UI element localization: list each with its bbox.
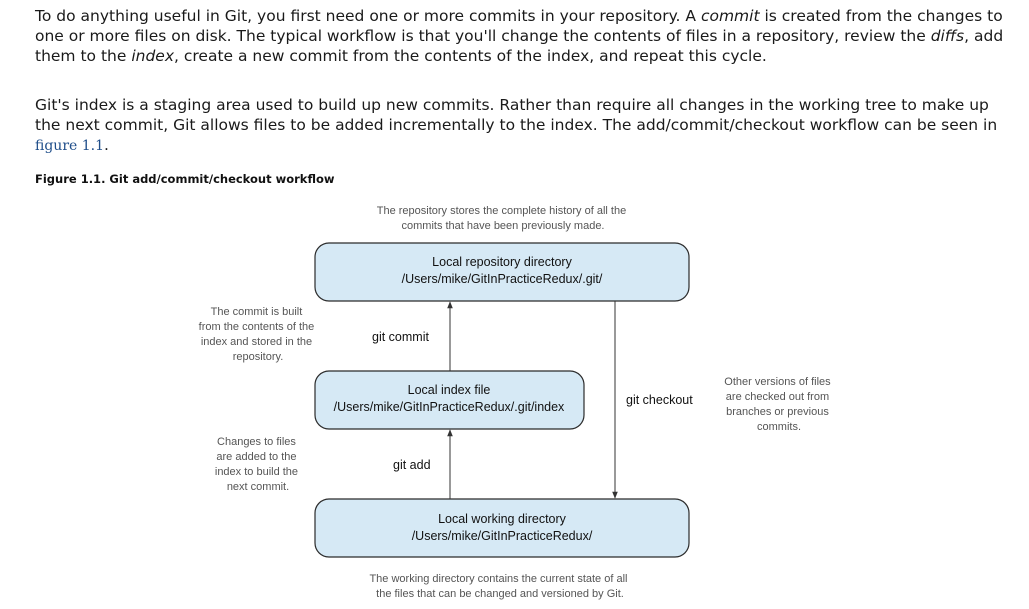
top-note-line-2: commits that have been previously made. — [402, 220, 605, 232]
repository-box-path: /Users/mike/GitInPracticeRedux/.git/ — [402, 272, 603, 286]
index-box-title: Local index file — [408, 383, 491, 397]
intro-paragraph: To do anything useful in Git, you first … — [35, 6, 1010, 66]
git-commit-label: git commit — [372, 330, 429, 344]
index-box: Local index file /Users/mike/GitInPracti… — [314, 370, 585, 430]
commit-note: The commit is built from the contents of… — [199, 306, 318, 363]
bottom-note-line-2: the files that can be changed and versio… — [376, 588, 624, 600]
term-index: index — [131, 47, 175, 65]
intro-text-3: , add them to the — [35, 27, 1004, 65]
commit-note-line-1: The commit is built — [211, 306, 303, 318]
top-note: The repository stores the complete histo… — [377, 205, 630, 232]
checkout-note: Other versions of files are checked out … — [724, 376, 833, 433]
figure-caption: Figure 1.1. Git add/commit/checkout work… — [35, 172, 335, 186]
checkout-note-line-1: Other versions of files — [724, 376, 831, 388]
repository-box-title: Local repository directory — [432, 255, 572, 269]
commit-note-line-2: from the contents of the — [199, 321, 315, 333]
intro-text-4: , create a new commit from the contents … — [174, 47, 767, 65]
checkout-note-line-4: commits. — [757, 421, 801, 433]
intro-text-1: To do anything useful in Git, you first … — [35, 7, 701, 25]
commit-note-line-3: index and stored in the — [201, 336, 312, 348]
index-text: Git's index is a staging area used to bu… — [35, 96, 998, 134]
bottom-note-line-1: The working directory contains the curre… — [369, 573, 627, 585]
figure-link[interactable]: figure 1.1 — [35, 138, 105, 154]
add-note-line-2: are added to the — [216, 451, 296, 463]
working-directory-box: Local working directory /Users/mike/GitI… — [314, 498, 690, 558]
term-commit: commit — [700, 7, 760, 25]
add-note-line-1: Changes to files — [217, 436, 296, 448]
index-text-end: . — [104, 136, 109, 154]
checkout-note-line-2: are checked out from — [726, 391, 829, 403]
working-box-path: /Users/mike/GitInPracticeRedux/ — [412, 529, 593, 543]
top-note-line-1: The repository stores the complete histo… — [377, 205, 626, 217]
add-note: Changes to files are added to the index … — [215, 436, 301, 493]
git-add-label: git add — [393, 458, 431, 472]
checkout-note-line-3: branches or previous — [726, 406, 829, 418]
index-box-path: /Users/mike/GitInPracticeRedux/.git/inde… — [334, 400, 565, 414]
git-checkout-label: git checkout — [626, 393, 693, 407]
bottom-note: The working directory contains the curre… — [369, 573, 630, 600]
add-note-line-4: next commit. — [227, 481, 289, 493]
index-paragraph: Git's index is a staging area used to bu… — [35, 95, 1010, 156]
working-box-title: Local working directory — [438, 512, 567, 526]
add-note-line-3: index to build the — [215, 466, 298, 478]
term-diffs: diffs — [930, 27, 965, 45]
commit-note-line-4: repository. — [233, 351, 284, 363]
intro-text-2: is created from the changes to one or mo… — [35, 7, 1003, 45]
repository-box: Local repository directory /Users/mike/G… — [314, 242, 690, 302]
